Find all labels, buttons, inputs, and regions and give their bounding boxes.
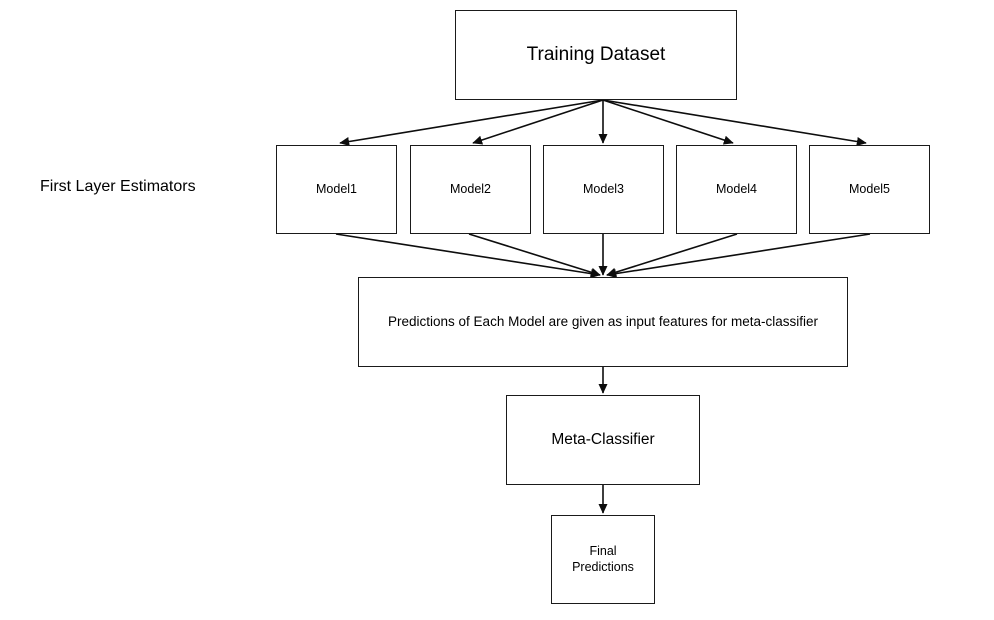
node-model4-label: Model4 [716,181,757,196]
node-training-dataset-label: Training Dataset [526,44,666,66]
node-predictions-label: Predictions of Each Model are given as i… [388,313,818,329]
edge-training-to-model2 [472,99,604,145]
node-model3[interactable]: Model3 [543,145,664,234]
node-model4[interactable]: Model4 [676,145,797,234]
edge-model5-to-predictions [606,233,871,279]
first-layer-estimators-label: First Layer Estimators [40,178,196,195]
node-final-predictions-label: Final Predictions [572,544,634,574]
node-meta-classifier-label: Meta-Classifier [551,430,655,448]
edge-training-to-model5 [602,99,867,147]
edge-model2-to-predictions [468,233,601,277]
edge-training-to-model1 [339,99,604,147]
edge-model4-to-predictions [606,233,738,277]
node-model2-label: Model2 [450,181,491,196]
node-final-predictions[interactable]: Final Predictions [551,515,655,604]
node-training-dataset[interactable]: Training Dataset [455,10,737,100]
node-model2[interactable]: Model2 [410,145,531,234]
edge-model1-to-predictions [335,233,601,279]
node-meta-classifier[interactable]: Meta-Classifier [506,395,700,485]
node-model3-label: Model3 [583,181,624,196]
node-model5[interactable]: Model5 [809,145,930,234]
node-model1-label: Model1 [316,181,357,196]
edge-training-to-model4 [602,99,734,145]
node-model1[interactable]: Model1 [276,145,397,234]
node-predictions[interactable]: Predictions of Each Model are given as i… [358,277,848,367]
node-model5-label: Model5 [849,181,890,196]
